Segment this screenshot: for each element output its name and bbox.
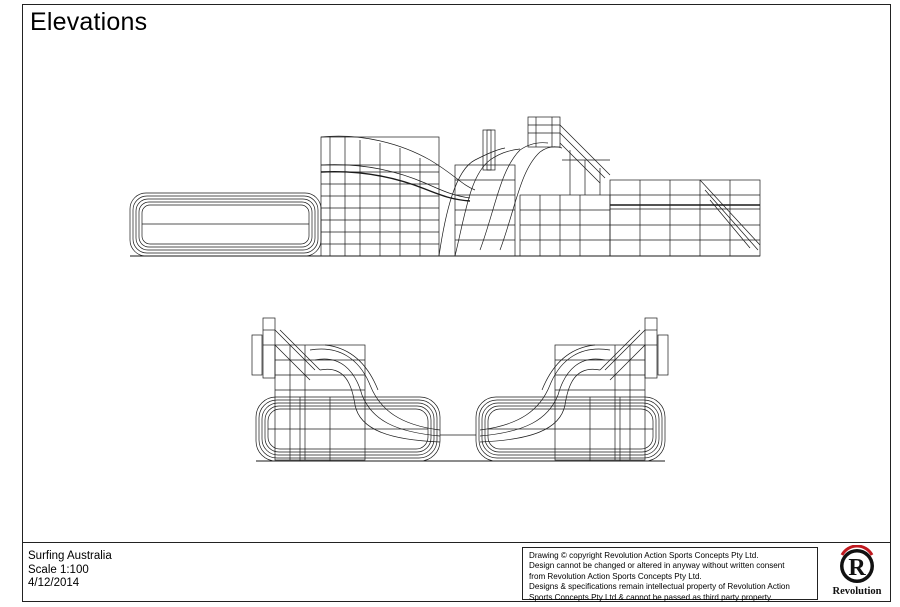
front-elevation-right	[475, 317, 669, 462]
note-line: Design cannot be changed or altered in a…	[529, 561, 785, 571]
title-block-info: Surfing Australia Scale 1:100 4/12/2014	[28, 550, 112, 591]
drawing-date: 4/12/2014	[28, 577, 80, 589]
drawing-sheet-border	[22, 4, 891, 602]
project-name: Surfing Australia	[28, 550, 112, 562]
note-line: Sports Concepts Pty Ltd & cannot be pass…	[529, 592, 773, 602]
drawing-scale: Scale 1:100	[28, 563, 89, 576]
front-elevation-center	[256, 434, 665, 462]
front-elevation-left	[251, 317, 441, 462]
page-title: Elevations	[30, 8, 148, 36]
note-line: Drawing © copyright Revolution Action Sp…	[529, 551, 759, 560]
title-block-divider	[22, 542, 891, 543]
copyright-notes: Drawing © copyright Revolution Action Sp…	[522, 547, 818, 602]
logo-wordmark: Revolution	[832, 586, 882, 597]
note-line: Designs & specifications remain intellec…	[529, 582, 790, 592]
logo-letter: R	[848, 555, 866, 581]
note-line: from Revolution Action Sports Concepts P…	[529, 571, 702, 581]
side-elevation	[129, 116, 761, 257]
revolution-logo: R	[840, 545, 874, 583]
